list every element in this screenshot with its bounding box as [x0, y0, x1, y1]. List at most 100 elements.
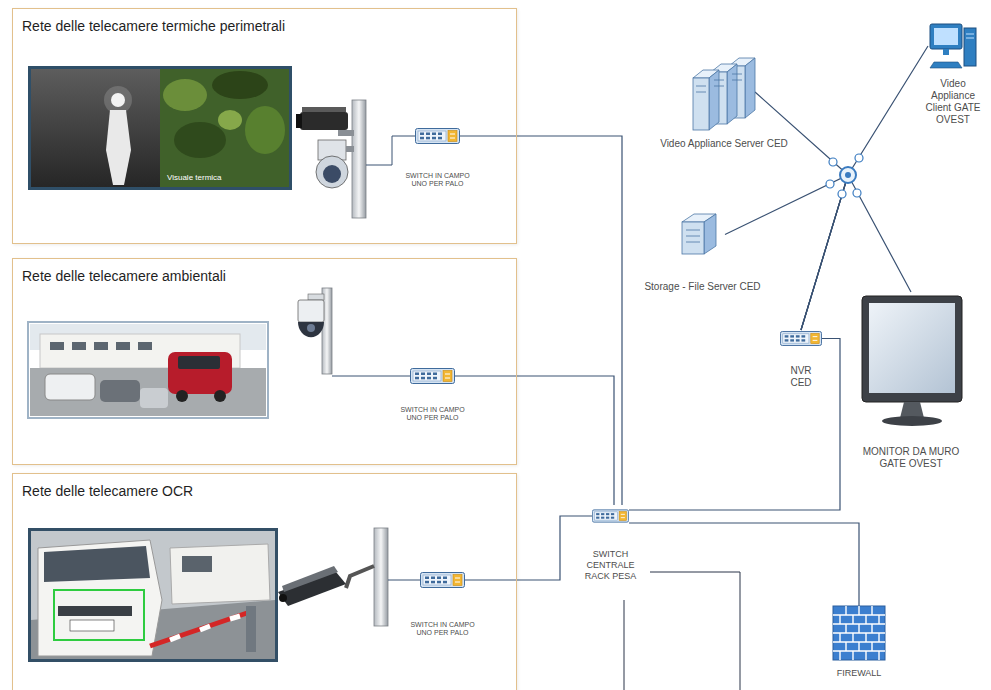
ambient-photo	[116, 342, 130, 350]
monitor-icon	[882, 416, 942, 426]
thermal-camera	[316, 156, 348, 188]
ambient-photo	[178, 356, 220, 369]
ocr-photo	[54, 590, 144, 640]
thermal-camera	[302, 107, 346, 112]
thermal-camera	[296, 100, 366, 218]
switch-icon	[411, 369, 455, 384]
ambient-photo	[72, 342, 86, 350]
connector	[460, 136, 622, 505]
server-icon	[709, 70, 719, 130]
thermal-photo	[245, 106, 285, 154]
nvr-switch: NVR CED	[780, 330, 822, 347]
ocr-camera	[278, 528, 388, 626]
server-icon	[745, 58, 755, 118]
ambient-photo	[28, 322, 268, 418]
client-icon	[934, 28, 958, 45]
ocr-camera	[279, 594, 287, 602]
thermal-camera	[352, 100, 366, 218]
thermal-photo	[174, 122, 226, 158]
panel-title: Rete delle telecamere ambientali	[22, 268, 226, 284]
ocr-camera	[374, 528, 388, 626]
field-switch: SWITCH IN CAMPO UNO PER PALO	[410, 368, 455, 384]
ocr-photo	[70, 620, 114, 631]
client-icon	[966, 34, 974, 38]
storage-icon	[704, 214, 716, 254]
storage-icon	[686, 230, 700, 242]
thermal-camera	[296, 114, 302, 128]
thermal-photo	[28, 66, 292, 190]
firewall-icon	[833, 606, 885, 660]
network-hub	[840, 167, 856, 183]
trunk-line	[624, 572, 740, 690]
icon-label: SWITCH IN CAMPO UNO PER PALO	[403, 621, 483, 638]
central-switch: SWITCH CENTRALE RACK PESA	[592, 505, 629, 527]
thermal-camera	[323, 165, 341, 183]
thermal-camera	[338, 130, 354, 136]
connector	[465, 516, 592, 580]
thermal-photo	[160, 69, 289, 187]
client-icon	[943, 49, 949, 55]
field-wire	[332, 376, 410, 377]
panel-title: Rete delle telecamere termiche perimetra…	[22, 18, 285, 34]
ambient-photo	[214, 390, 226, 402]
network-hub	[826, 154, 863, 198]
icon-label: SWITCH IN CAMPO UNO PER PALO	[393, 406, 473, 423]
firewall-icon	[833, 606, 885, 660]
ocr-photo	[182, 556, 212, 572]
server-icon	[693, 58, 755, 130]
icon-label: Video Appliance Server CED	[659, 138, 789, 150]
ocr-photo	[28, 528, 278, 662]
network-panel: Rete delle telecamere ambientaliSWITCH I…	[12, 258, 517, 465]
field-switch: SWITCH IN CAMPO UNO PER PALO	[420, 572, 465, 588]
ocr-camera	[346, 566, 374, 588]
icon-label: Storage - File Server CED	[640, 281, 765, 293]
thermal-photo	[31, 69, 160, 187]
monitor-icon	[869, 303, 955, 393]
switch-icon	[421, 573, 465, 588]
ambient-photo	[45, 374, 95, 400]
network-panel: Rete delle telecamere OCR SWITCH IN CAMPO…	[12, 473, 517, 690]
dome-camera	[298, 288, 332, 374]
ambient-photo	[94, 342, 108, 350]
dome-camera	[298, 300, 324, 322]
ocr-photo	[28, 528, 278, 662]
thermal-photo	[163, 79, 207, 111]
connector	[755, 92, 848, 330]
ocr-photo	[246, 606, 256, 652]
icon-label: FIREWALL	[824, 668, 894, 679]
thermal-photo	[104, 86, 132, 114]
switch-icon	[780, 332, 821, 346]
connector	[629, 339, 840, 511]
dome-camera	[308, 294, 324, 300]
client-icon	[930, 62, 962, 68]
monitor-icon	[862, 296, 962, 426]
wall-monitor: MONITOR DA MURO GATE OVEST	[855, 292, 967, 428]
field-switch: SWITCH IN CAMPO UNO PER PALO	[415, 128, 460, 144]
network-hub	[826, 180, 834, 188]
ambient-photo	[100, 380, 140, 402]
video-client: Video Appliance Client GATE OVEST	[928, 22, 978, 70]
icon-label: SWITCH IN CAMPO UNO PER PALO	[398, 172, 478, 189]
thermal-photo	[28, 66, 292, 190]
ocr-photo	[170, 616, 240, 640]
thermal-photo	[111, 93, 125, 107]
field-wire	[388, 580, 420, 581]
network-hub	[845, 172, 851, 178]
ocr-photo	[31, 531, 275, 659]
storage-icon	[682, 214, 716, 254]
monitor-icon	[862, 296, 962, 402]
icon-label: NVR CED	[785, 365, 817, 389]
photo-caption: Visuale termica	[167, 173, 222, 182]
ocr-photo	[38, 540, 162, 656]
ocr-photo	[150, 612, 250, 646]
storage-server: Storage - File Server CED	[680, 212, 725, 257]
network-hub	[853, 189, 861, 197]
firewall-icon	[833, 606, 885, 660]
network-hub	[829, 158, 837, 166]
firewall: FIREWALL	[833, 606, 885, 660]
ocr-photo	[58, 606, 132, 616]
panel-title: Rete delle telecamere OCR	[22, 483, 193, 499]
ambient-photo	[140, 388, 168, 408]
switch-icon	[416, 129, 460, 144]
